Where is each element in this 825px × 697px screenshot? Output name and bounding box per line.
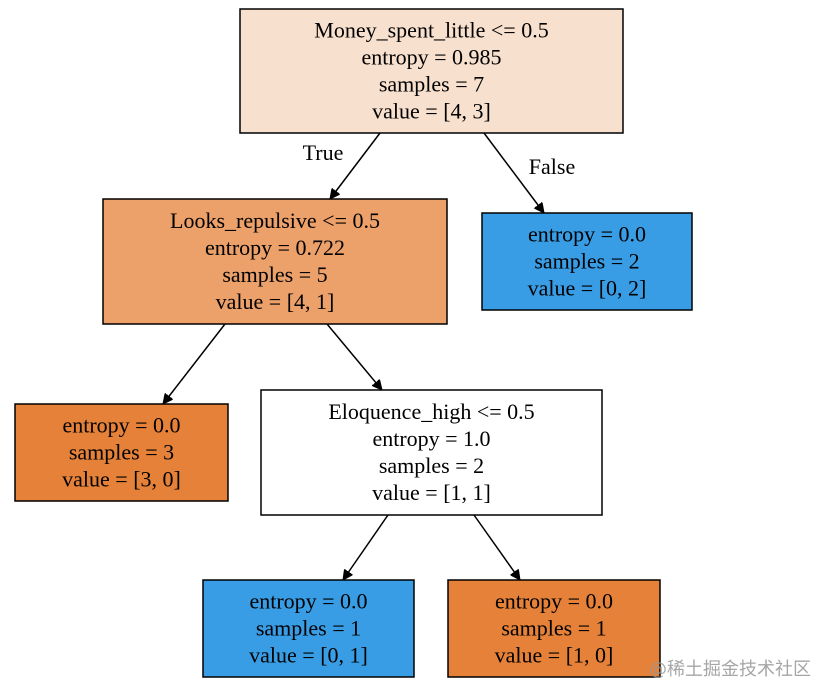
edge-n4-n6 [473,514,520,580]
node-line: Money_spent_little <= 0.5 [314,18,548,43]
node-line: entropy = 0.0 [249,589,367,614]
node-line: samples = 7 [379,72,484,97]
edge-label-true: True [303,140,344,165]
node-line: entropy = 0.0 [495,589,613,614]
node-line: entropy = 0.722 [205,235,345,260]
node-line: samples = 3 [69,440,174,465]
node-line: Eloquence_high <= 0.5 [328,399,534,424]
edge-n1-n4 [326,323,382,390]
node-line: value = [0, 2] [528,276,647,301]
edge-root-n2 [483,132,544,213]
node-line: samples = 1 [501,616,606,641]
node-box [102,198,448,325]
node-line: value = [1, 1] [372,480,491,505]
node-line: entropy = 0.0 [62,413,180,438]
edge-root-n1 [330,132,381,199]
node-box [14,403,229,502]
edge-n4-n5 [343,514,389,580]
node-line: samples = 2 [534,249,639,274]
node-box [447,579,661,678]
node-box [202,579,415,678]
node-line: value = [1, 0] [495,643,614,668]
node-line: value = [4, 3] [372,99,491,124]
edge-n1-n3 [163,323,226,404]
node-line: samples = 5 [222,262,327,287]
node-line: Looks_repulsive <= 0.5 [170,208,380,233]
node-box [239,8,624,134]
node-line: value = [4, 1] [216,289,335,314]
node-line: value = [3, 0] [62,467,181,492]
node-line: samples = 1 [256,616,361,641]
node-line: entropy = 0.0 [528,222,646,247]
node-line: value = [0, 1] [249,643,368,668]
node-line: entropy = 1.0 [372,426,490,451]
watermark: @稀土掘金技术社区 [649,659,811,680]
node-line: samples = 2 [379,453,484,478]
edge-label-false: False [529,154,575,179]
node-line: entropy = 0.985 [361,45,501,70]
node-box [481,212,693,311]
node-box [260,389,603,516]
